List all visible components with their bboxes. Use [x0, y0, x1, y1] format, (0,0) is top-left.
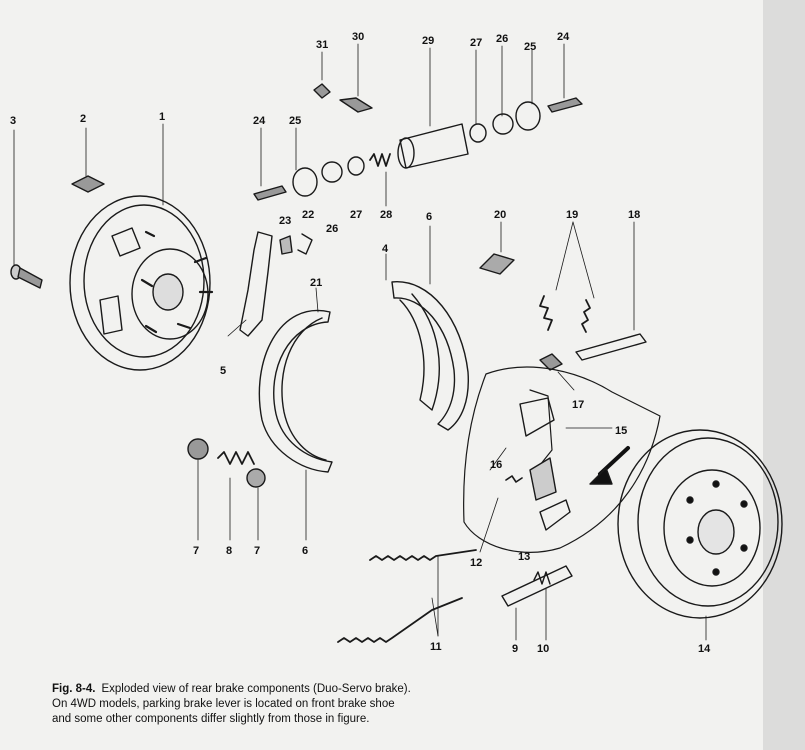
callout-5: 5: [220, 365, 226, 377]
page-edge-shadow: [763, 0, 805, 750]
callout-25-left: 25: [289, 115, 301, 127]
callout-6-top: 6: [426, 211, 432, 223]
callout-21: 21: [310, 277, 322, 289]
callout-18: 18: [628, 209, 640, 221]
callout-7-left: 7: [193, 545, 199, 557]
callout-14: 14: [698, 643, 711, 655]
callout-8: 8: [226, 545, 232, 557]
callout-10: 10: [537, 643, 549, 655]
part-1-backing-plate: [69, 123, 214, 371]
callout-26-top: 26: [496, 33, 508, 45]
callout-28: 28: [380, 209, 392, 221]
part-6-front-shoe: [385, 225, 470, 431]
callout-30: 30: [352, 31, 364, 43]
callout-22: 22: [302, 209, 314, 221]
part-7-8-hold-down: [187, 438, 266, 541]
part-9-10-adjuster: [501, 565, 573, 641]
callout-24-top: 24: [557, 31, 570, 43]
callout-29: 29: [422, 35, 434, 47]
part-19-springs: [539, 221, 595, 333]
callout-17: 17: [572, 399, 584, 411]
callout-25-top: 25: [524, 41, 536, 53]
callout-20: 20: [494, 209, 506, 221]
part-2-clip: [71, 127, 105, 193]
callout-26-left: 26: [326, 223, 338, 235]
part-11-springs: [337, 549, 477, 643]
callout-3: 3: [10, 115, 16, 127]
callout-24-left: 24: [253, 115, 266, 127]
figure-number: Fig. 8-4.: [52, 683, 96, 695]
part-6-rear-shoe: [258, 287, 333, 541]
wheel-cylinder-parts: [253, 43, 583, 207]
callout-27-left: 27: [350, 209, 362, 221]
callout-12: 12: [470, 557, 482, 569]
callout-7-right: 7: [254, 545, 260, 557]
part-22-23-hardware: [279, 233, 313, 255]
callout-11: 11: [430, 641, 442, 653]
part-17-link: [539, 353, 575, 391]
callout-9: 9: [512, 643, 518, 655]
callout-6-bottom: 6: [302, 545, 308, 557]
callout-16: 16: [490, 459, 502, 471]
part-18-lever: [575, 221, 647, 361]
callout-2: 2: [80, 113, 86, 125]
figure-caption-text: Exploded view of rear brake components (…: [52, 683, 411, 725]
part-3-bolt: [10, 129, 43, 289]
callout-23: 23: [279, 215, 291, 227]
part-5-plate: [227, 231, 273, 337]
callout-13: 13: [518, 551, 530, 563]
callout-31: 31: [316, 39, 328, 51]
callout-27-top: 27: [470, 37, 482, 49]
figure-caption: Fig. 8-4.Exploded view of rear brake com…: [52, 682, 412, 727]
callout-1: 1: [159, 111, 165, 123]
parking-brake-group: [463, 366, 661, 553]
callout-4: 4: [382, 243, 389, 255]
part-14-brake-drum: [617, 429, 783, 641]
part-20-plate: [479, 221, 515, 275]
callout-19: 19: [566, 209, 578, 221]
callout-15: 15: [615, 425, 627, 437]
